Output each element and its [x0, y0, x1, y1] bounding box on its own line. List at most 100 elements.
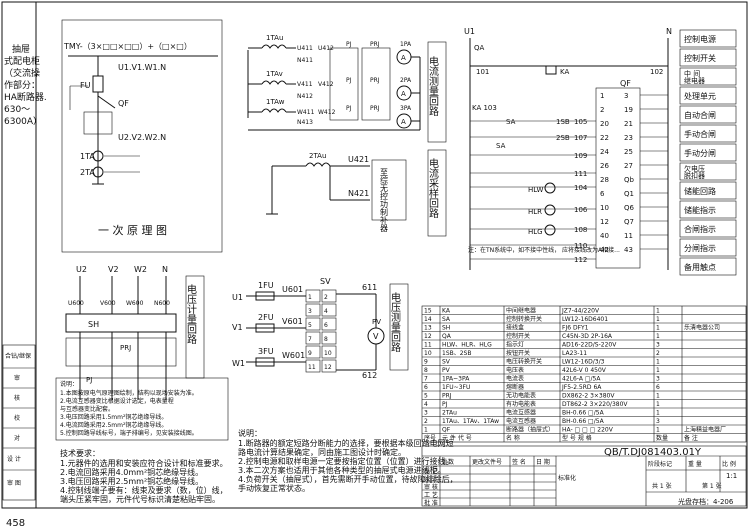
ct-section: 1TAu U411 N411 U412 PJ PRJ 1PA A 1TAv V4…	[247, 34, 447, 237]
qf-term-right: Qb	[624, 176, 635, 184]
note-line: 4.电流回路采用2.5mm²铜芯绝缘导线。	[60, 421, 167, 429]
ct-row-2-a: A	[401, 90, 406, 98]
ctl-side-label: 处理单元	[684, 91, 716, 101]
stamp-row-4: 校	[14, 414, 20, 422]
ct-row-2-pj: PJ	[346, 77, 352, 84]
bom-cell: 14	[424, 316, 432, 323]
title-sheet: 共 1 张	[652, 482, 672, 490]
title-rows: 处数更改文件号签 名日 期标 记设 计审 核工 艺批 准	[422, 456, 557, 507]
stamp-row-3: 核	[14, 394, 20, 402]
tech-line: 4.控制线端子要有：线束及要求（数，位）线，	[60, 485, 228, 495]
bom-cell: JF5-2.5RD 6A	[561, 384, 602, 391]
fu-symbol	[92, 75, 104, 93]
bom-cell: 无功电能表	[506, 392, 536, 400]
ct-row-3-pj: PJ	[346, 105, 352, 112]
bom-cell: DT862-2 3×220/380V	[562, 401, 628, 408]
bom-cell: 42L6-V 0 450V	[562, 367, 607, 374]
mid-note-line: 4.负荷开关（抽屉式），首先需断开手动位置，待故障排除后，	[238, 474, 458, 484]
bom-cell: 1	[656, 316, 660, 323]
bom-cell: 4	[424, 401, 428, 408]
ct-row-2-nin: V411	[297, 81, 313, 88]
ctl-side-label: 继电器	[684, 76, 705, 85]
control-circuit: U1 N QA 101 102 KA QF KA 103 SA 1SB 2SB …	[464, 27, 737, 276]
title-row-label: 审 核	[424, 483, 438, 491]
bom-cell: 电压转换开关	[506, 358, 542, 366]
bom-cell: 上海精益电器厂	[684, 426, 726, 434]
notes-mid-title: 说明：	[238, 428, 262, 438]
title-col-head: 签 名	[512, 458, 526, 466]
vmeas-u1: U1	[232, 293, 243, 302]
vmeas-v: V	[373, 332, 379, 341]
qf-term-right: Q1	[624, 190, 634, 198]
ct-row-2-u: V412	[318, 81, 334, 88]
ctl-node-num: 107	[574, 134, 587, 142]
bom-header: 备 注	[684, 434, 698, 442]
vm-top-n: N	[162, 265, 168, 274]
bom-cell: 1	[656, 427, 660, 434]
vm-top-w2: W2	[134, 265, 147, 274]
ct-n421: N421	[348, 189, 369, 198]
bom-header: 序号	[424, 434, 436, 442]
bom-cell: 8	[424, 367, 428, 374]
bom-cell: PJ	[442, 401, 448, 408]
notes-left-lines: 1.本图按原电气原理图绘制，结构以现场安装为准。2.电流互感器变比根据设计选定，…	[60, 389, 198, 437]
ctl-side-label: 手动合闸	[684, 129, 716, 139]
ctl-node-num: 108	[574, 226, 587, 234]
qf-term-left: 28	[600, 176, 609, 184]
bom-cell: QF	[442, 427, 451, 434]
mid-note-line: 手动恢复正常状态。	[238, 483, 310, 493]
primary-ta2: 2TA	[80, 168, 95, 177]
ct-row-2-pa: 2PA	[400, 77, 412, 84]
vmeas-611: 611	[362, 283, 377, 292]
ctl-node-num: 111	[574, 170, 587, 178]
bom-cell: 1	[656, 367, 660, 374]
bom-cell: 6	[656, 384, 660, 391]
ct-ta2: 2TAu	[309, 152, 326, 160]
vm-top-v2: V2	[108, 265, 119, 274]
bom-cell: 42L6-A □/5A	[562, 376, 601, 383]
ctl-side-label: 备用触点	[684, 262, 716, 272]
bom-cell: SA	[442, 316, 451, 323]
primary-formula: TMY-（3×□□×□□）+（□×□）	[63, 42, 192, 51]
sv-cell: 2	[324, 294, 328, 301]
ct-right-title: 电流测量回路	[427, 55, 439, 117]
qf-term-right: 27	[624, 162, 633, 170]
sv-cell: 8	[324, 336, 328, 343]
ct-row-1-prj: PRJ	[370, 41, 380, 48]
sv-cell: 11	[308, 364, 316, 371]
title-row-label: 设 计	[424, 475, 438, 483]
qf-term-left: 40	[600, 232, 609, 240]
vmeas-n1: U601	[282, 285, 303, 294]
page-number: 458	[6, 518, 25, 529]
bom-cell: 1SB、2SB	[442, 350, 472, 357]
bom-cell: AD16-22D/S-220V	[562, 342, 617, 349]
sh-box	[65, 313, 177, 333]
ctl-side-label: 手动分闸	[684, 148, 716, 158]
qf-term-left: 20	[600, 120, 609, 128]
title-weight: 重 量	[688, 460, 702, 468]
ctl-sa: SA	[506, 118, 516, 126]
ctl-node-num: 104	[574, 184, 588, 192]
vm-tag-w: W600	[126, 300, 144, 307]
notes-tech-title: 技术要求：	[60, 448, 100, 458]
notes-left-title: 说明：	[60, 380, 78, 388]
qf-term-right: 3	[624, 92, 628, 100]
vm-tag-n: N600	[154, 300, 170, 307]
ct-row-1-u: U412	[318, 45, 334, 52]
bom-cell: LA23-11	[562, 350, 587, 357]
stamp-row-2: 审	[14, 374, 20, 382]
ct-row-3-nout: N413	[297, 119, 313, 126]
ct-row-2-ta: 1TAv	[266, 70, 283, 78]
left-label-line-2: 式配电柜	[4, 55, 40, 67]
title-row-label: 标 记	[424, 467, 438, 475]
bom-cell: 1PA~3PA	[442, 376, 470, 383]
ctl-node-num: 105	[574, 118, 587, 126]
ct-row-3-u: W412	[318, 109, 336, 116]
ctl-ka103: KA 103	[472, 104, 497, 112]
primary-diagram: TMY-（3×□□×□□）+（□×□） U1.V1.W1.N FU QF U2.…	[61, 19, 223, 253]
title-code: 光盘存档：4-206	[678, 497, 734, 506]
title-stage: 阶段标记	[648, 460, 672, 468]
vmeas-fu2: 2FU	[258, 313, 274, 322]
ctl-node-num: 106	[574, 206, 588, 214]
